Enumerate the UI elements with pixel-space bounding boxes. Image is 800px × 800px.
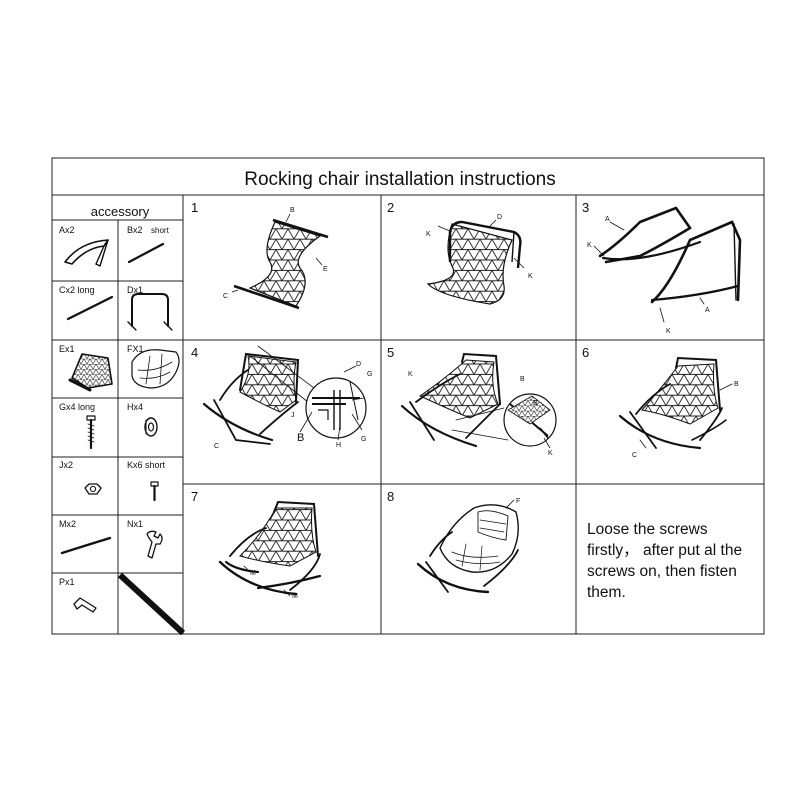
step-7-callouts: M M: [250, 570, 298, 600]
instruction-note: Loose the screws firstly， after put al t…: [587, 519, 787, 603]
part-c-bar-drawing: [66, 295, 114, 321]
part-label-d: Dx1: [127, 285, 143, 295]
step-5-callout-k-left: K: [408, 371, 413, 378]
step-1-callouts: B E C: [223, 207, 328, 300]
step-5-callout-b-right: B: [533, 400, 538, 407]
step-7-callout-m-left: M: [250, 570, 256, 577]
part-label-f: FX1: [127, 344, 144, 354]
step-7-callout-m-right: M: [292, 593, 298, 600]
step-2-drawing: [426, 219, 525, 305]
step-1-callout-b: B: [290, 207, 295, 214]
part-label-c: Cx2 long: [59, 285, 95, 295]
step-3-callout-a-top: A: [605, 216, 610, 223]
step-2-number: 2: [387, 200, 394, 215]
accessory-header: accessory: [91, 204, 150, 219]
part-label-h: Hx4: [127, 402, 143, 412]
step-5-number: 5: [387, 345, 394, 360]
step-6-callout-b: B: [734, 381, 739, 388]
part-label-m: Mx2: [59, 519, 76, 529]
step-1-drawing: [231, 213, 329, 310]
empty-cell-slash: [117, 572, 186, 636]
step-6-number: 6: [582, 345, 589, 360]
step-8-number: 8: [387, 489, 394, 504]
step-4-callout-d: D: [356, 361, 361, 368]
accessory-labels: Ax2 Bx2 short Cx2 long Dx1 Ex1 FX1 Gx4 l…: [59, 225, 170, 587]
part-g-bolt-drawing: [86, 415, 96, 450]
part-label-p: Px1: [59, 577, 75, 587]
instruction-line-4: them.: [587, 584, 626, 601]
step-7-number: 7: [191, 489, 198, 504]
part-k-bolt-drawing: [150, 481, 159, 502]
step-4-callouts: D G J B H G C: [214, 361, 372, 450]
page-title: Rocking chair installation instructions: [244, 169, 556, 190]
step-4-number: 4: [191, 345, 198, 360]
step-3-number: 3: [582, 200, 589, 215]
step-3-callout-k-bottom: K: [666, 328, 671, 335]
step-4-callout-c: C: [214, 443, 219, 450]
step-1-callout-c: C: [223, 293, 228, 300]
step-4-callout-g-bottom: G: [361, 436, 366, 443]
part-h-washer-drawing: [144, 417, 158, 437]
step-2-callouts: D K K: [426, 214, 533, 280]
step-1-callout-e: E: [323, 266, 328, 273]
part-note-b: short: [151, 226, 170, 235]
step-5-callout-k-right: K: [548, 450, 553, 457]
instruction-line-1: Loose the screws: [587, 521, 708, 538]
part-j-nut-drawing: [84, 483, 102, 495]
step-8-callout-f: F: [516, 498, 520, 505]
part-label-n: Nx1: [127, 519, 143, 529]
step-6-callout-c: C: [632, 452, 637, 459]
step-1-number: 1: [191, 200, 198, 215]
part-b-bar-drawing: [127, 242, 165, 264]
step-6-drawing: [618, 356, 733, 450]
part-d-handle-drawing: [131, 293, 169, 327]
step-8-drawing: [416, 499, 519, 594]
part-label-e: Ex1: [59, 344, 75, 354]
step-3-callout-k-top: K: [587, 242, 592, 249]
step-6-callouts: B C: [632, 381, 739, 459]
step-4-detail: [299, 365, 367, 441]
part-m-bar-drawing: [60, 536, 112, 555]
grid-frame: [51, 157, 765, 635]
step-2-callout-d: D: [497, 214, 502, 221]
part-p-key-drawing: [73, 597, 97, 613]
part-label-b: Bx2: [127, 225, 143, 235]
step-5-drawing: [400, 352, 509, 448]
step-2-callout-k-left: K: [426, 231, 431, 238]
step-4-callout-j: J: [291, 412, 295, 419]
instruction-line-3: screws on, then fisten: [587, 563, 737, 580]
instruction-line-2: firstly， after put al the: [587, 542, 743, 559]
step-8-callouts: F: [516, 498, 520, 505]
step-numbers: 1 2 3 4 5 6 7 8: [191, 200, 589, 504]
step-4-callout-b: B: [297, 432, 304, 444]
step-5-callouts: K B B K: [408, 371, 553, 457]
part-label-j: Jx2: [59, 460, 73, 470]
step-5-callout-b-top: B: [520, 376, 525, 383]
part-label-a: Ax2: [59, 225, 75, 235]
step-4-callout-g-top: G: [367, 371, 372, 378]
step-2-callout-k-right: K: [528, 273, 533, 280]
step-3-callouts: A K A K: [587, 216, 710, 335]
step-3-callout-a-bottom: A: [705, 307, 710, 314]
part-n-wrench-drawing: [146, 530, 163, 559]
step-7-drawing: [218, 500, 322, 597]
accessory-drawings: [60, 239, 180, 613]
step-3-drawing: [593, 206, 742, 323]
part-label-g: Gx4 long: [59, 402, 95, 412]
step-5-detail: [503, 393, 557, 449]
step-4-callout-h: H: [336, 442, 341, 449]
part-f-cushion-drawing: [131, 349, 180, 389]
part-label-k: Kx6 short: [127, 460, 166, 470]
